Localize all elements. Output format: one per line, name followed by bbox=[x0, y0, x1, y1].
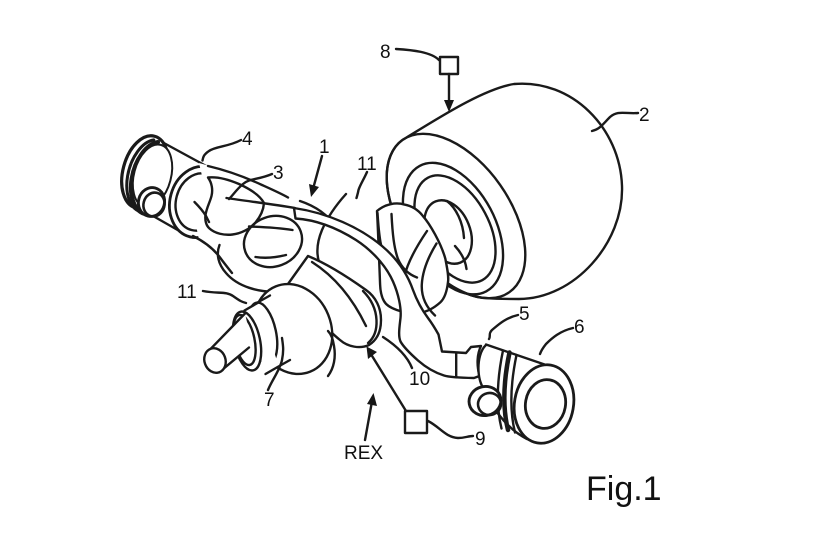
svg-text:10: 10 bbox=[409, 369, 430, 390]
svg-text:2: 2 bbox=[639, 105, 650, 126]
svg-text:6: 6 bbox=[574, 317, 585, 338]
svg-text:1: 1 bbox=[319, 137, 330, 158]
svg-text:5: 5 bbox=[519, 304, 530, 325]
svg-text:8: 8 bbox=[380, 42, 391, 63]
svg-text:11: 11 bbox=[177, 282, 197, 303]
svg-text:REX: REX bbox=[344, 443, 383, 464]
svg-text:4: 4 bbox=[242, 129, 253, 150]
svg-text:3: 3 bbox=[273, 163, 284, 184]
svg-text:9: 9 bbox=[475, 429, 486, 450]
svg-text:11: 11 bbox=[357, 154, 377, 175]
svg-text:Fig.1: Fig.1 bbox=[586, 470, 662, 508]
svg-text:7: 7 bbox=[264, 390, 275, 411]
